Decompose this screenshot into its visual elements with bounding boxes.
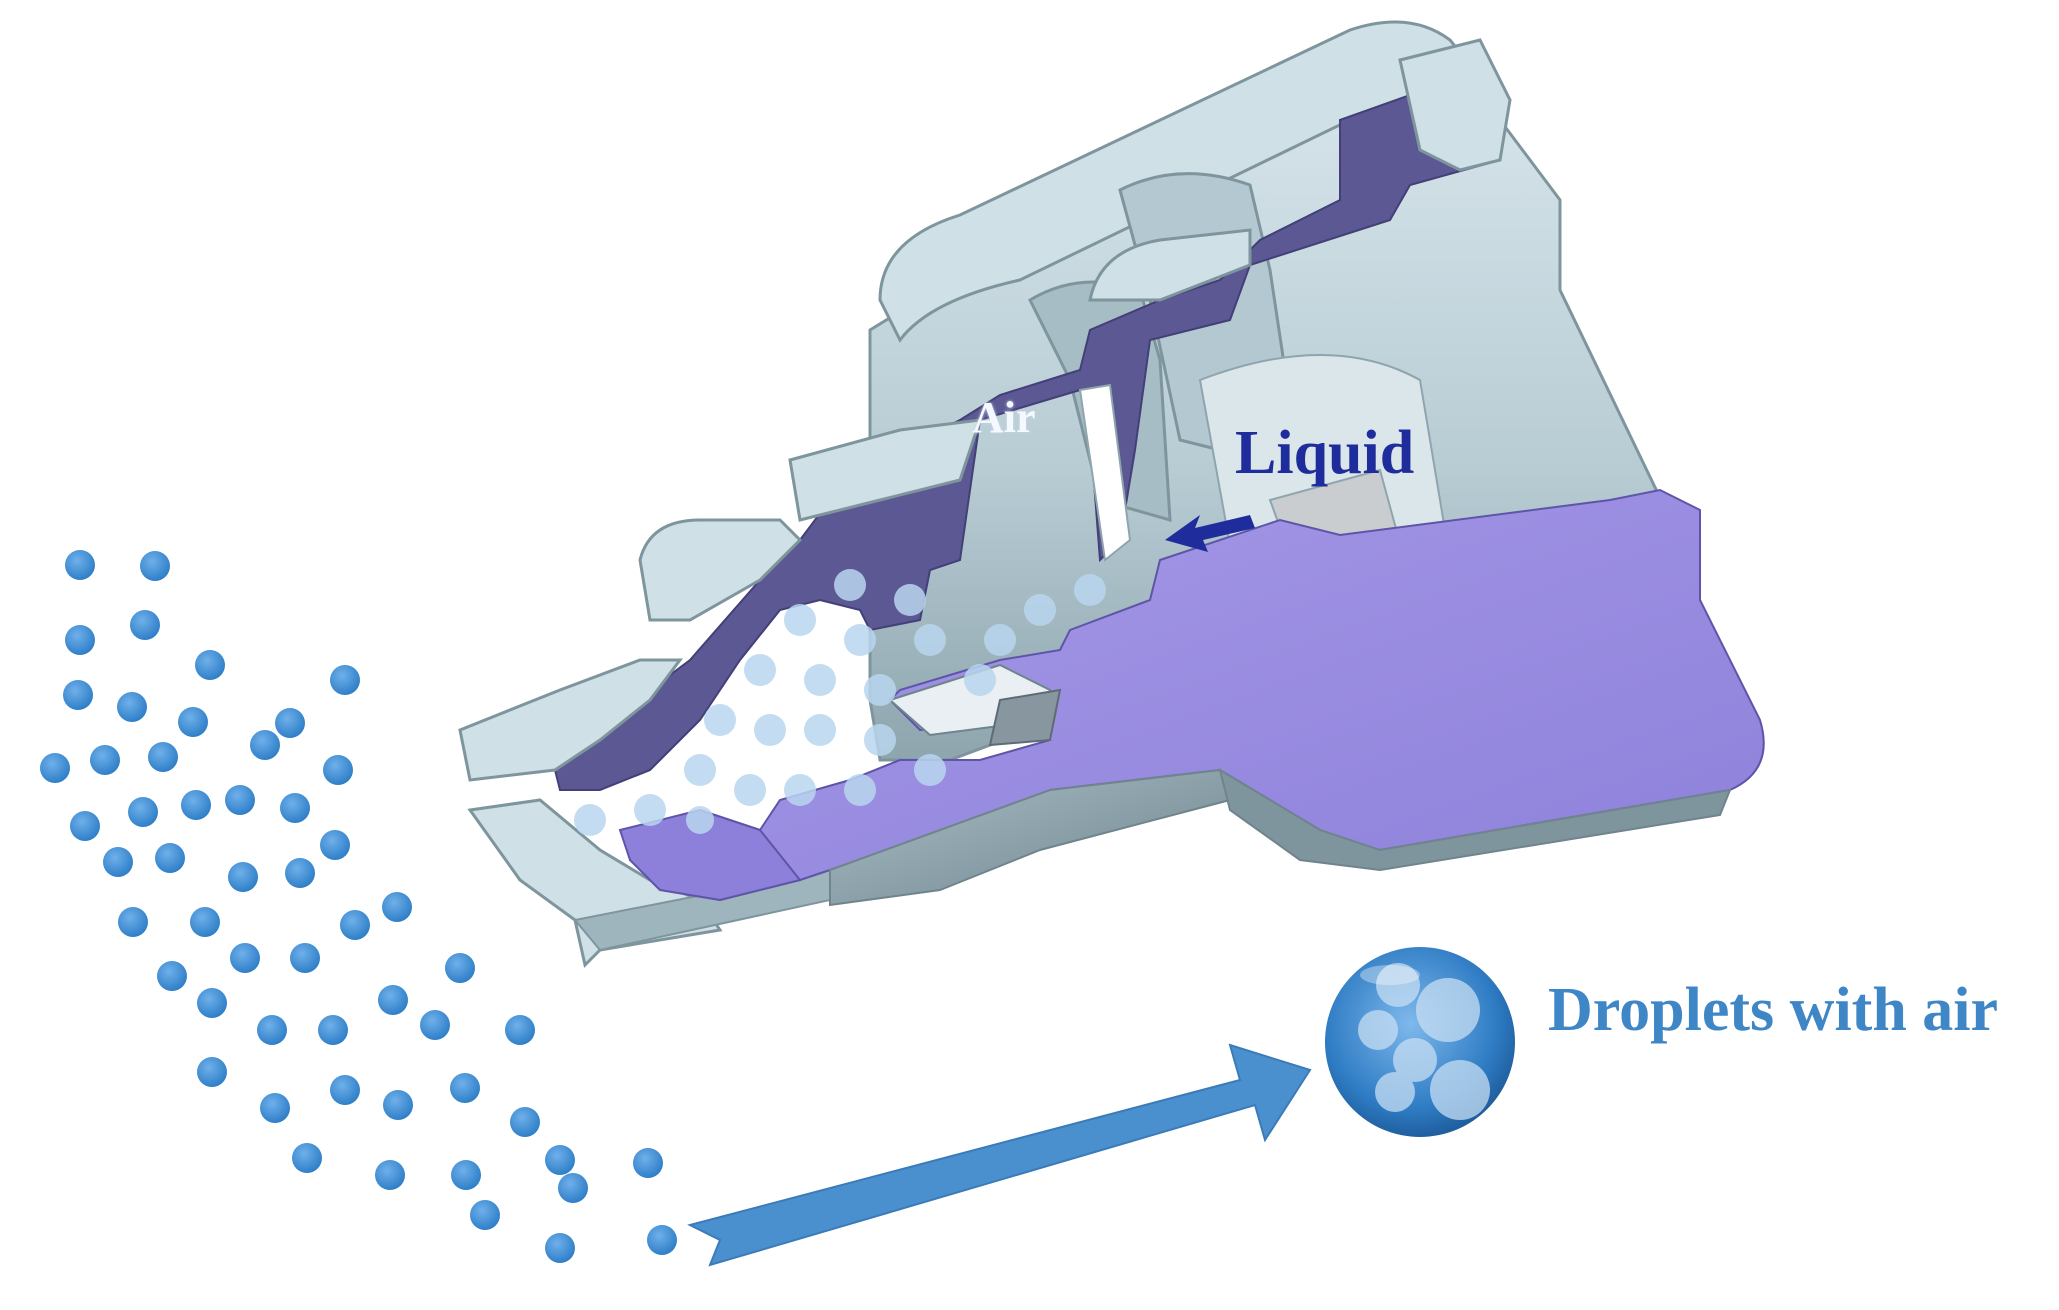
upper-step-1: [1398, 38, 1512, 172]
spray-droplets: [40, 550, 677, 1263]
section-upper-dark: [553, 68, 1502, 791]
body-underside-rear: [1218, 767, 1732, 872]
flow-arrow: [687, 1043, 1312, 1267]
droplets-with-air-label: Droplets with air: [1548, 976, 1999, 1044]
air-channel: [1078, 383, 1132, 562]
upper-step-4: [638, 518, 803, 622]
upper-tip: [458, 658, 683, 782]
droplet-with-air-icon: [1325, 947, 1515, 1137]
nozzle-cross-section: [458, 20, 1765, 968]
liquid-label: Liquid: [1235, 419, 1415, 487]
air-label: Air: [972, 393, 1036, 442]
mixing-chamber-bubbles: [574, 569, 1106, 836]
upper-step-2: [1088, 228, 1252, 302]
core-slot-2: [988, 688, 1062, 747]
upper-step-3: [788, 418, 983, 522]
liquid-arrow-icon: [1165, 515, 1255, 552]
body-underside: [829, 768, 1232, 907]
